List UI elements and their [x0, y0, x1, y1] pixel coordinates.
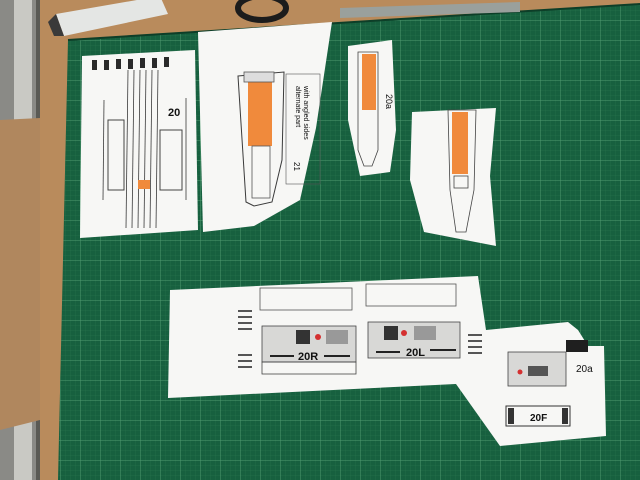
- red-dot: [517, 369, 523, 375]
- orange-panel: [248, 82, 272, 146]
- paper-piece-21: alternate part with angled sides 21: [198, 22, 332, 232]
- marker-pen: [48, 0, 168, 36]
- paper-piece-20: 20: [80, 50, 198, 238]
- red-dot: [315, 334, 321, 340]
- piece-label-20L: 20L: [406, 347, 425, 359]
- black-tab: [566, 340, 588, 352]
- paper-piece-20a-top: 20a: [348, 40, 396, 176]
- piece-label-20: 20: [168, 107, 180, 119]
- orange-panel: [362, 54, 376, 110]
- piece-label-20F: 20F: [530, 413, 547, 424]
- piece-note-line1: alternate part: [294, 86, 301, 127]
- piece-label-20a-top: 20a: [384, 94, 394, 109]
- cardboard-sheet: [0, 118, 40, 430]
- piece-note-line2: with angled sides: [302, 85, 309, 140]
- piece-label-21: 21: [292, 162, 301, 171]
- vent-marks: [238, 310, 482, 368]
- orange-mark: [138, 180, 150, 189]
- paper-piece-plain: [410, 108, 496, 246]
- paper-piece-20R-20L: 20R 20L 20a 20F: [168, 276, 606, 446]
- steel-rule: [340, 2, 520, 18]
- orange-panel: [452, 112, 468, 174]
- piece-label-20R: 20R: [298, 351, 318, 363]
- red-dot: [401, 330, 407, 336]
- scissors: [235, 0, 289, 23]
- piece-label-20a-bottom: 20a: [576, 364, 593, 375]
